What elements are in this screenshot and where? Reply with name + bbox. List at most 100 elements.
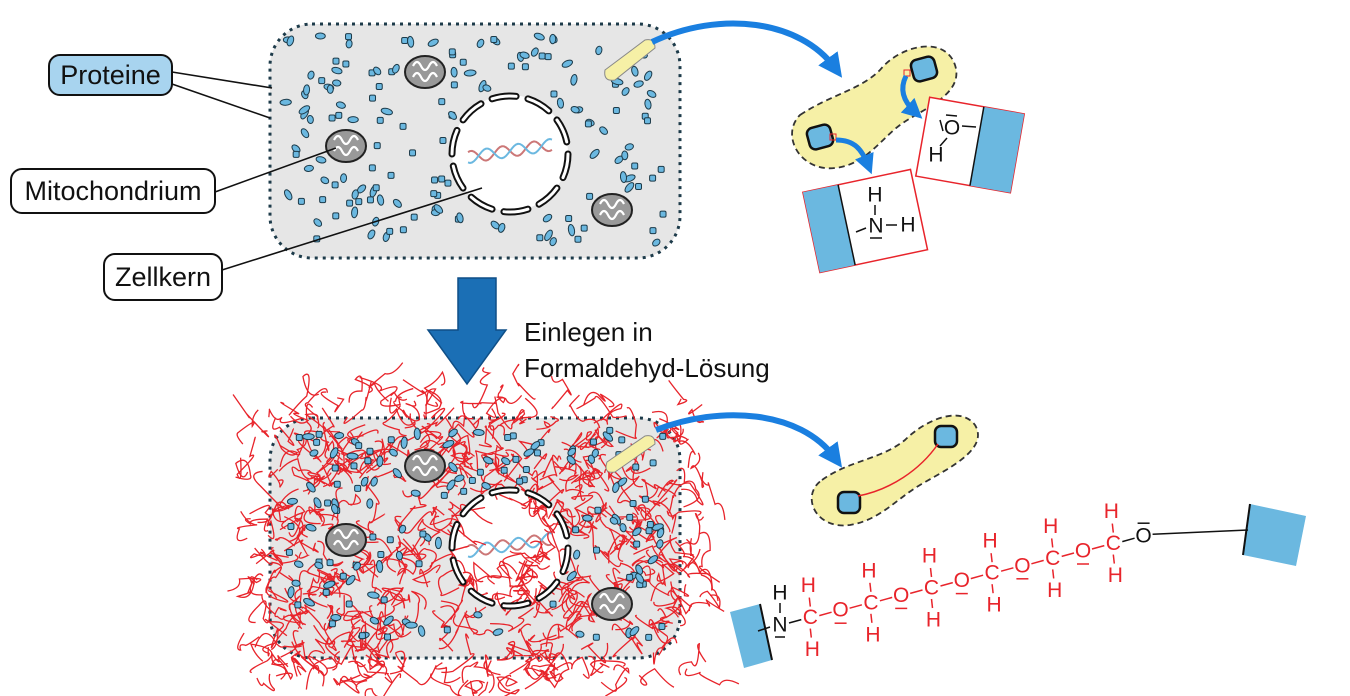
protein bbox=[507, 62, 515, 70]
crosslink-fiber bbox=[418, 463, 469, 500]
crosslink-fiber bbox=[232, 394, 270, 438]
crosslink-fiber bbox=[376, 589, 411, 606]
protein bbox=[380, 107, 393, 116]
protein bbox=[606, 426, 614, 434]
crosslink-fiber bbox=[509, 649, 555, 675]
crosslinked-pair-detail bbox=[810, 414, 979, 527]
protein bbox=[501, 457, 511, 466]
crosslink-fiber bbox=[553, 652, 570, 683]
crosslink-fiber bbox=[562, 587, 578, 619]
protein bbox=[624, 143, 634, 151]
protein bbox=[387, 171, 395, 179]
protein bbox=[587, 454, 596, 464]
protein bbox=[404, 621, 418, 629]
crosslink-fiber bbox=[293, 657, 307, 676]
crosslink-fiber bbox=[672, 482, 704, 506]
protein bbox=[303, 84, 311, 96]
crosslink-fiber bbox=[365, 650, 385, 671]
crosslink-fiber bbox=[255, 549, 299, 565]
crosslink-fiber bbox=[524, 551, 548, 563]
protein bbox=[586, 192, 594, 200]
protein bbox=[345, 600, 353, 608]
protein bbox=[314, 561, 324, 570]
atom-c: C bbox=[863, 591, 878, 614]
crosslink-fiber bbox=[342, 458, 375, 474]
crosslink-fiber bbox=[583, 391, 615, 408]
crosslink-fiber bbox=[394, 505, 416, 532]
crosslink-fiber bbox=[589, 659, 626, 674]
protein bbox=[619, 523, 627, 533]
crosslink-fiber bbox=[605, 676, 628, 696]
protein bbox=[345, 575, 356, 586]
crosslink-fiber bbox=[283, 604, 316, 624]
crosslink-fiber bbox=[389, 665, 437, 686]
cell-before bbox=[268, 22, 682, 260]
crosslink-fiber bbox=[571, 484, 594, 510]
crosslink-fiber bbox=[638, 667, 675, 688]
process-arrow-icon bbox=[426, 277, 508, 386]
crosslink-fiber bbox=[577, 436, 606, 456]
protein bbox=[364, 457, 372, 465]
crosslink-fiber bbox=[377, 615, 407, 637]
protein bbox=[319, 196, 327, 204]
protein-block-right bbox=[1243, 504, 1306, 566]
crosslink-fiber bbox=[346, 638, 381, 664]
crosslink-fiber bbox=[687, 561, 719, 602]
protein bbox=[643, 117, 651, 125]
protein bbox=[355, 198, 363, 206]
atom-h: H bbox=[987, 594, 1002, 617]
protein bbox=[629, 499, 637, 507]
protein bbox=[335, 101, 346, 109]
crosslink-fiber bbox=[699, 590, 721, 610]
zoom-arrow-bottom bbox=[654, 412, 843, 468]
protein bbox=[306, 115, 314, 124]
crosslink-fiber bbox=[236, 436, 256, 479]
mitochondria bbox=[325, 55, 633, 227]
crosslink-fiber bbox=[474, 450, 509, 470]
crosslink-fiber bbox=[656, 563, 675, 585]
crosslink-fiber bbox=[638, 486, 677, 507]
crosslink-fiber bbox=[594, 429, 615, 449]
protein bbox=[566, 571, 577, 582]
crosslink-fiber bbox=[565, 610, 582, 639]
crosslink-fiber bbox=[379, 619, 404, 654]
protein bbox=[331, 181, 339, 189]
protein bbox=[335, 111, 343, 119]
protein bbox=[646, 520, 654, 528]
atom-o: O bbox=[954, 569, 970, 592]
crosslink-fiber bbox=[518, 561, 551, 579]
crosslink-fiber bbox=[568, 394, 601, 429]
crosslink-fiber bbox=[432, 600, 460, 629]
crosslink-fiber bbox=[435, 662, 461, 684]
protein bbox=[399, 122, 407, 130]
atom-c: C bbox=[985, 562, 1000, 585]
crosslink-fiber bbox=[574, 431, 597, 449]
protein bbox=[575, 630, 585, 638]
crosslink-fiber bbox=[494, 396, 525, 430]
crosslink-fiber bbox=[350, 662, 388, 683]
protein bbox=[346, 452, 359, 460]
protein bbox=[504, 434, 512, 442]
crosslink-fiber bbox=[685, 513, 705, 545]
protein bbox=[463, 69, 477, 77]
atom-o: O bbox=[944, 117, 960, 140]
crosslink-fiber bbox=[490, 560, 513, 580]
protein bbox=[410, 489, 421, 497]
crosslink-fiber bbox=[485, 394, 523, 418]
protein bbox=[645, 633, 653, 641]
crosslink-fiber bbox=[294, 570, 311, 626]
atom-o: O bbox=[832, 599, 848, 622]
crosslink-fiber bbox=[308, 569, 333, 594]
protein bbox=[351, 206, 359, 219]
highlighted-protein-pair bbox=[604, 39, 656, 473]
protein bbox=[572, 526, 580, 534]
protein bbox=[448, 462, 458, 473]
label-mitochondrion: Mitochondrium bbox=[10, 168, 216, 214]
crosslink-fiber bbox=[304, 413, 340, 433]
crosslink-fiber bbox=[327, 595, 345, 630]
protein bbox=[618, 436, 626, 444]
protein bbox=[328, 114, 336, 122]
hydroxyl-group-box bbox=[914, 96, 1026, 194]
crosslink-fiber bbox=[558, 474, 585, 494]
crosslink-fiber bbox=[558, 564, 590, 603]
